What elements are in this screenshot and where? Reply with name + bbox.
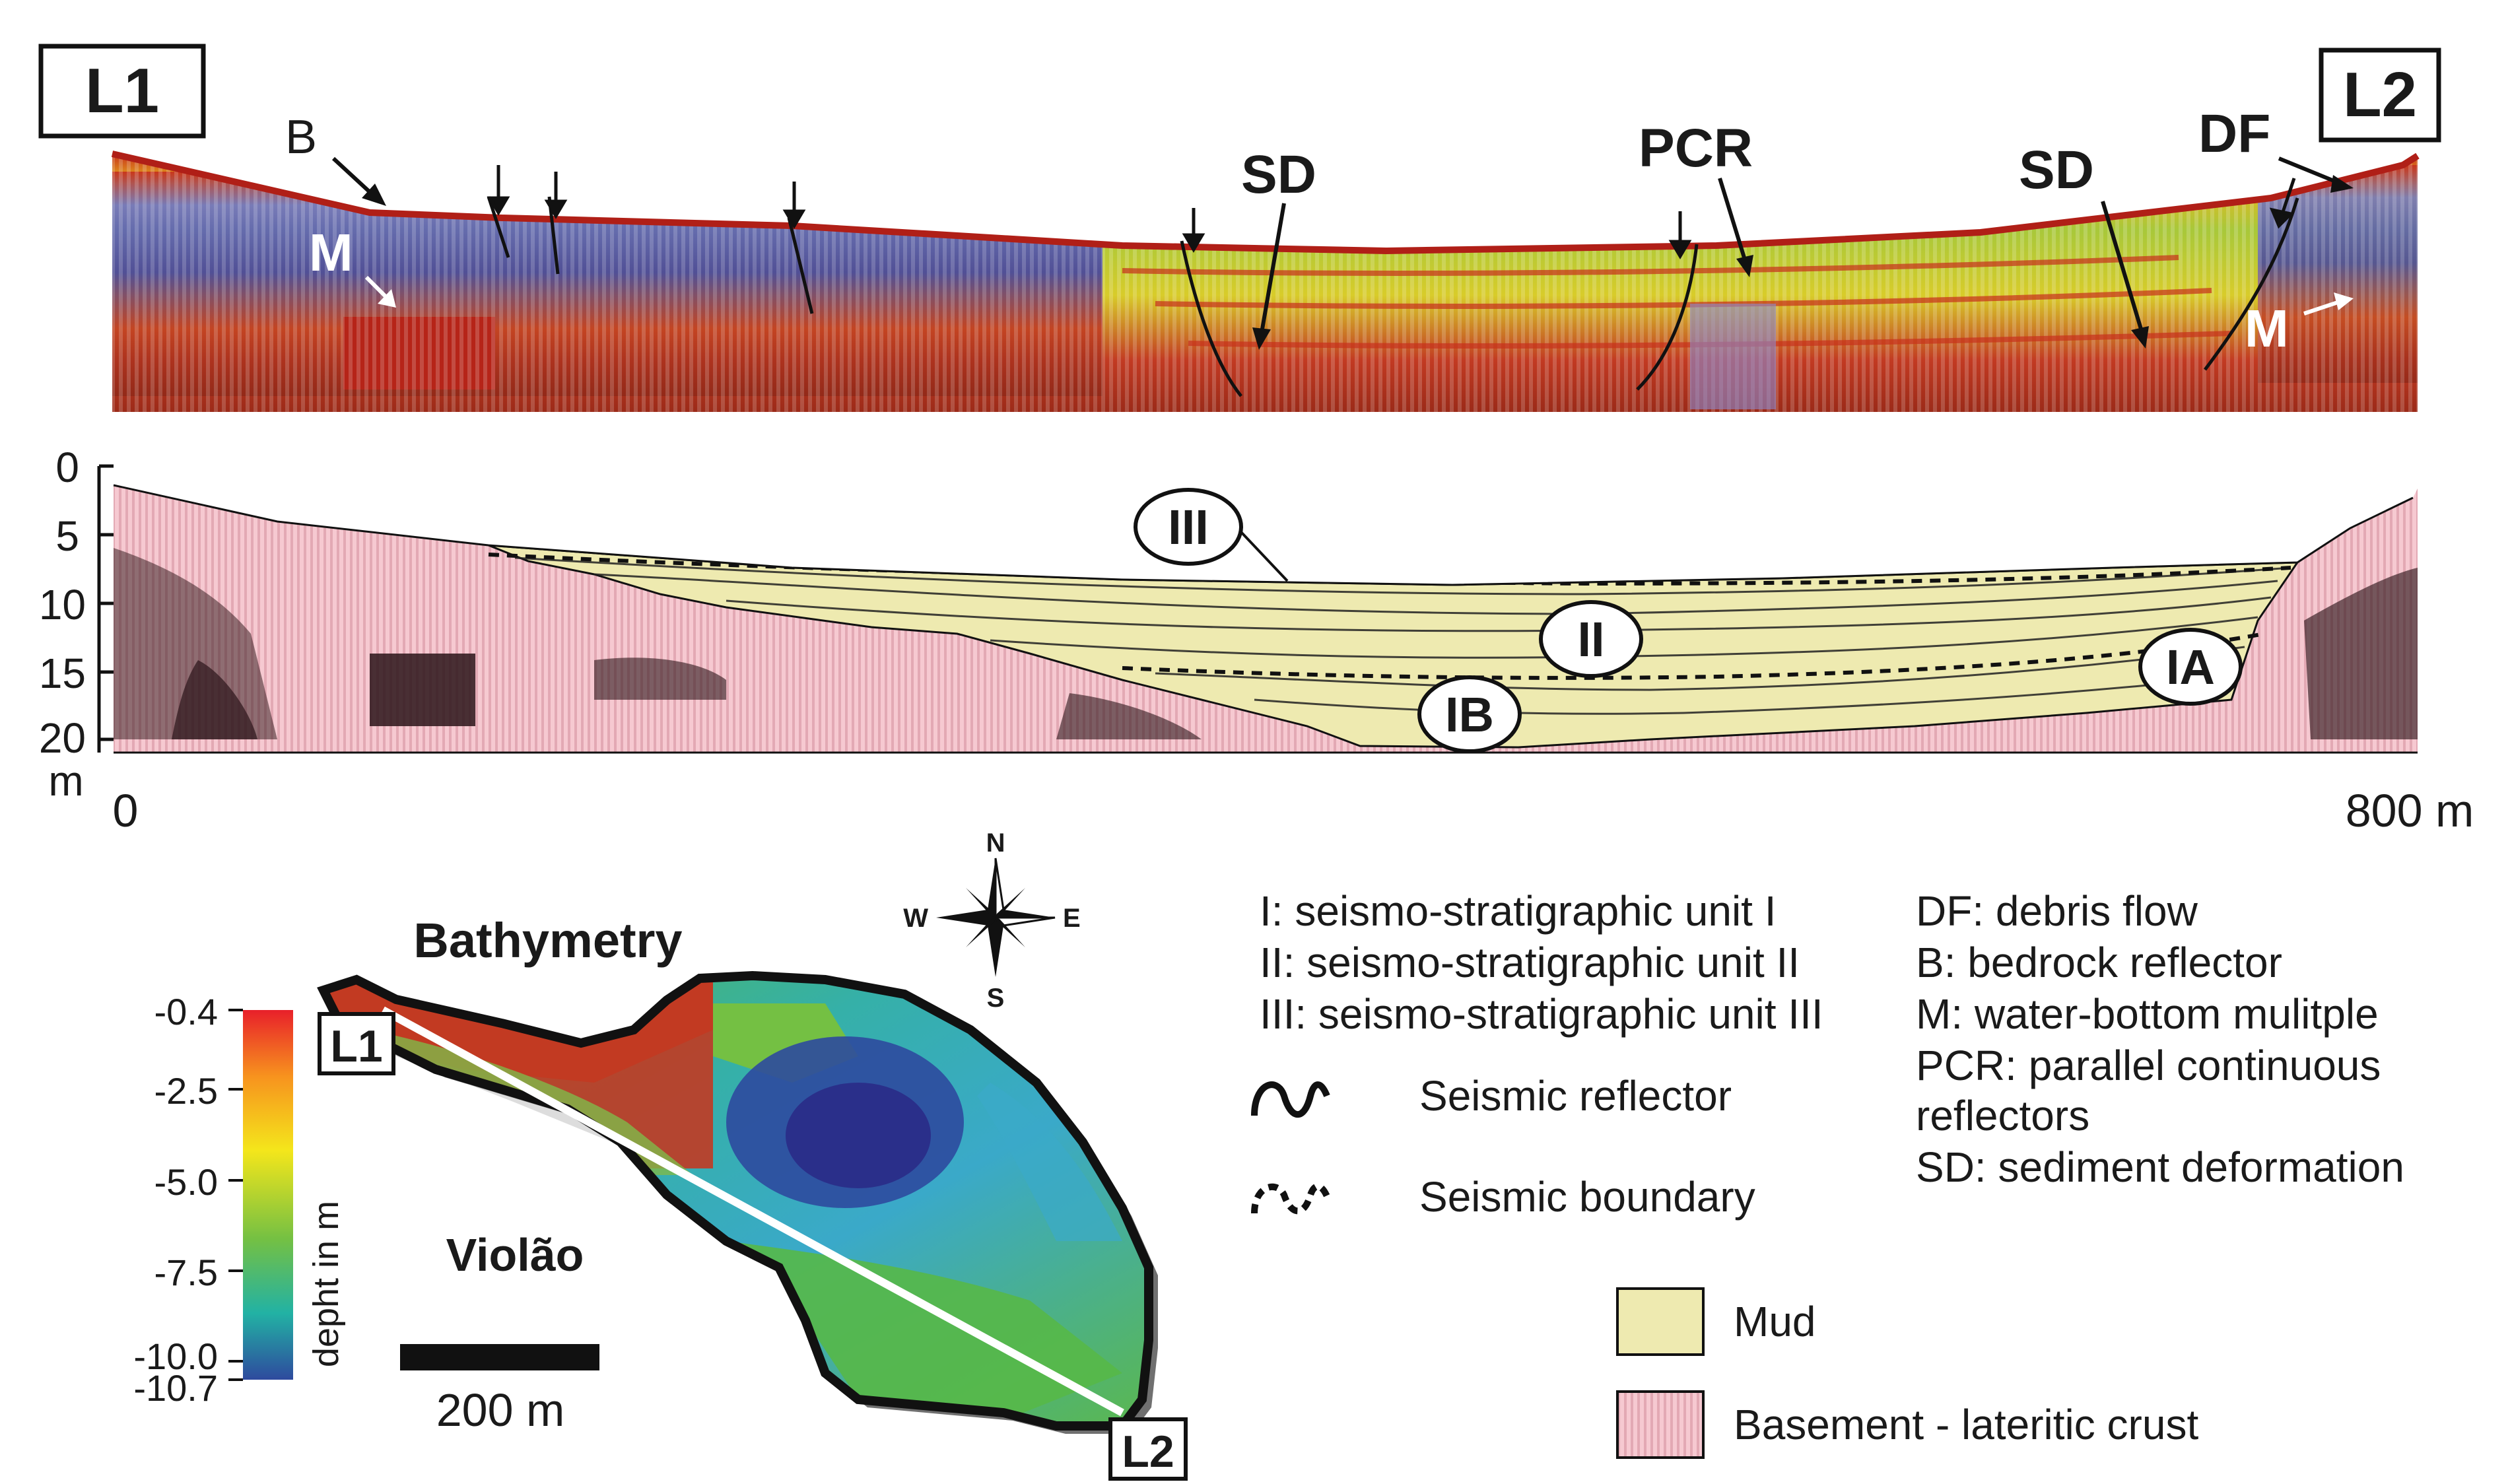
map-end-marker: L2	[1108, 1417, 1188, 1481]
distance-start-label: 0	[113, 785, 139, 836]
colorbar-tick: -10.0	[133, 1335, 218, 1377]
depth-tick-label: 15	[39, 650, 86, 697]
map-start-marker: L1	[318, 1012, 395, 1075]
legend: I: seismo-stratigraphic unit I II: seism…	[1251, 887, 2404, 1459]
label-pcr: PCR	[1639, 118, 1753, 178]
legend-abbrev-sd: SD: sediment deformation	[1916, 1143, 2404, 1191]
depth-unit-label: m	[48, 757, 83, 805]
unit-label-ib: IB	[1417, 675, 1522, 753]
label-b: B	[285, 111, 317, 164]
seismic-boundary-icon	[1251, 1183, 1330, 1215]
legend-abbrev-unit-i: I: seismo-stratigraphic unit I	[1260, 887, 1777, 935]
basement-dark-texture	[114, 548, 2418, 739]
svg-text:II: II	[1577, 612, 1604, 667]
compass-s: S	[987, 984, 1005, 1013]
compass-n: N	[986, 828, 1005, 858]
depth-axis: 0 5 10 15 20 m	[39, 444, 114, 805]
colorbar-label: depht in m	[306, 1201, 346, 1367]
legend-mud: Mud	[1734, 1298, 1816, 1345]
colorbar-tick: -5.0	[154, 1161, 219, 1203]
depth-tick-label: 20	[39, 714, 86, 762]
legend-abbrev-pcr: PCR: parallel continuous	[1916, 1042, 2381, 1089]
legend-basement: Basement - lateritic crust	[1734, 1401, 2198, 1448]
depth-tick-label: 10	[39, 581, 86, 628]
compass-rose-icon: N S E W	[903, 828, 1080, 1013]
depth-tick-label: 0	[55, 444, 79, 491]
scale-bar	[400, 1344, 599, 1370]
svg-text:L2: L2	[2343, 59, 2417, 130]
colorbar-tick: -10.7	[133, 1367, 218, 1409]
label-df: DF	[2198, 104, 2270, 164]
svg-text:L2: L2	[1122, 1427, 1174, 1477]
unit-label-iii: III	[1134, 488, 1289, 582]
colorbar-tick: -7.5	[154, 1252, 219, 1293]
legend-basement-swatch	[1616, 1390, 1705, 1459]
svg-text:III: III	[1168, 500, 1209, 555]
unit-label-ia: IA	[2138, 628, 2243, 706]
seismic-reflector-icon	[1251, 1081, 1330, 1118]
colorbar-tick: -0.4	[154, 991, 219, 1032]
seismic-profile-panel: L1 L2 B M SD PCR SD DF M	[38, 44, 2441, 412]
depth-tick-label: 5	[55, 512, 79, 560]
legend-abbrev-m: M: water-bottom mulitple	[1916, 990, 2379, 1038]
legend-abbrev-unit-iii: III: seismo-stratigraphic unit III	[1260, 990, 1823, 1038]
profile-start-marker: L1	[38, 44, 206, 139]
compass-w: W	[903, 904, 928, 933]
legend-abbrev-df: DF: debris flow	[1916, 887, 2198, 935]
unit-label-ii: II	[1539, 600, 1643, 678]
section-top-surface	[113, 484, 2414, 586]
lake-name: Violão	[446, 1229, 584, 1281]
map-title: Bathymetry	[413, 913, 682, 968]
compass-e: E	[1063, 904, 1081, 933]
svg-text:L1: L1	[330, 1021, 382, 1071]
label-m-right: M	[2245, 299, 2289, 358]
scale-bar-label: 200 m	[436, 1384, 565, 1436]
legend-seismic-boundary: Seismic boundary	[1419, 1173, 1755, 1221]
legend-abbrev-unit-ii: II: seismo-stratigraphic unit II	[1260, 939, 1800, 986]
seismic-top-surface	[111, 151, 2420, 255]
distance-end-label: 800 m	[2346, 785, 2474, 836]
interpreted-section-panel: III II IB IA 0 5 10 15 20 m	[39, 444, 2474, 836]
svg-text:IB: IB	[1445, 687, 1494, 742]
legend-seismic-reflector: Seismic reflector	[1419, 1072, 1732, 1120]
bathymetry-map: Bathymetry Violão L1 L2 -0.4 -2.5 -5.0	[133, 828, 1188, 1481]
depth-colorbar: -0.4 -2.5 -5.0 -7.5 -10.0 -10.7 depht in…	[133, 991, 346, 1409]
legend-mud-swatch	[1616, 1287, 1705, 1356]
svg-text:L1: L1	[85, 55, 159, 126]
legend-abbrev-b: B: bedrock reflector	[1916, 939, 2282, 986]
svg-text:IA: IA	[2166, 640, 2215, 694]
colorbar-tick: -2.5	[154, 1070, 219, 1112]
label-sd-right: SD	[2019, 140, 2094, 200]
fault-arrows	[487, 165, 2296, 259]
profile-end-marker: L2	[2319, 48, 2441, 143]
label-m-left: M	[309, 223, 353, 282]
profile-line	[381, 1006, 1124, 1417]
legend-abbrev-pcr-cont: reflectors	[1916, 1092, 2089, 1139]
label-sd-left: SD	[1241, 145, 1316, 205]
